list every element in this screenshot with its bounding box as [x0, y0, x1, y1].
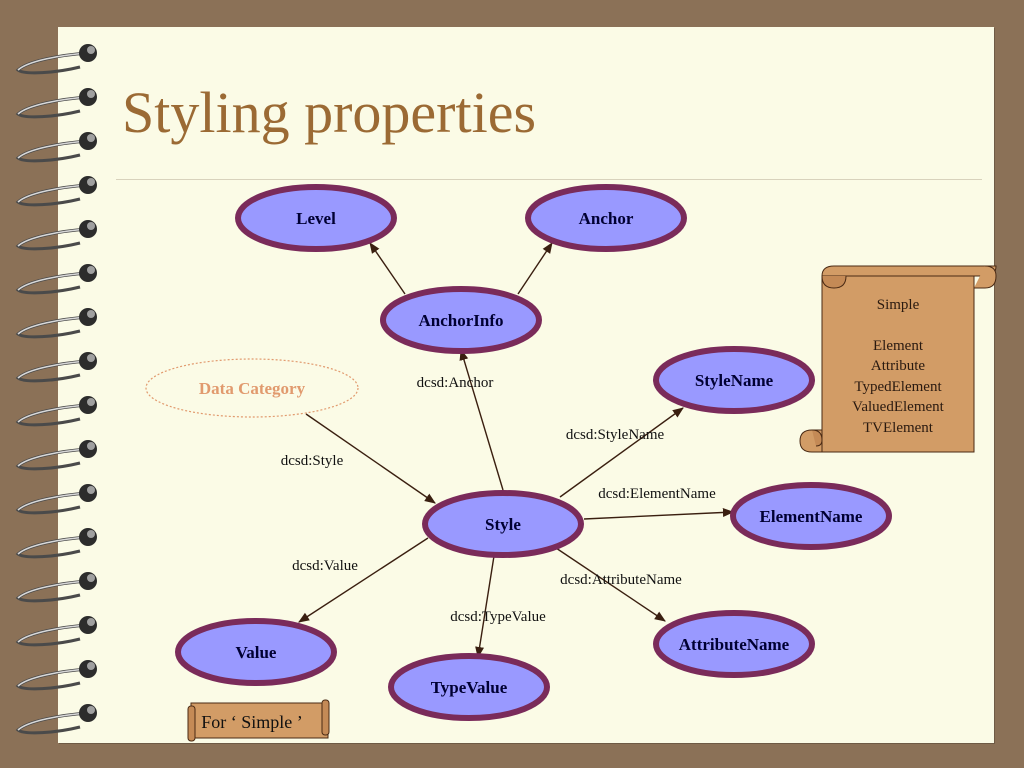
binding-ring [15, 704, 97, 735]
node-label-typevalue: TypeValue [431, 678, 508, 697]
edge-label-dcsd-stylename: dcsd:StyleName [566, 427, 665, 443]
legend-item: TVElement [863, 420, 934, 436]
node-data-category: Data Category [145, 358, 359, 418]
legend-item: TypedElement [854, 379, 942, 395]
node-label-value: Value [236, 643, 277, 662]
edge-label-dcsd-style: dcsd:Style [281, 453, 344, 469]
legend-item: ValuedElement [852, 399, 944, 415]
edge-label-dcsd-value: dcsd:Value [292, 558, 358, 574]
binding-ring [15, 616, 97, 647]
binding-ring [15, 88, 97, 119]
legend-item: Element [873, 338, 924, 354]
slide-title: Styling properties [122, 80, 537, 145]
legend-item: Attribute [871, 358, 925, 374]
note-scroll: For ‘ Simple ’ [187, 699, 330, 742]
node-style: Style [422, 490, 584, 558]
binding-ring [15, 44, 97, 75]
node-label-style: Style [485, 515, 521, 534]
edges [298, 242, 735, 659]
legend-scroll: Simple Element Attribute TypedElement Va… [799, 265, 997, 453]
binding-ring [15, 352, 97, 383]
binding-ring [15, 660, 97, 691]
binding-ring [15, 308, 97, 339]
binding-ring [15, 396, 97, 427]
node-anchor: Anchor [525, 184, 687, 252]
spiral-binding [15, 44, 97, 735]
legend-heading: Simple [877, 297, 920, 313]
node-stylename: StyleName [653, 346, 815, 414]
edge-style-elementname [583, 507, 735, 520]
node-level: Level [235, 184, 397, 252]
binding-ring [15, 176, 97, 207]
edge-label-dcsd-attributename: dcsd:AttributeName [560, 572, 682, 588]
binding-ring [15, 264, 97, 295]
edge-label-dcsd-anchor: dcsd:Anchor [417, 375, 494, 391]
edge-label-dcsd-typevalue: dcsd:TypeValue [450, 609, 546, 625]
node-label-anchorinfo: AnchorInfo [418, 311, 503, 330]
note-text: For ‘ Simple ’ [201, 712, 303, 732]
edge-style-attributename [555, 547, 666, 622]
binding-ring [15, 220, 97, 251]
node-label-elementname: ElementName [760, 507, 863, 526]
edge-anchorinfo-anchor [517, 242, 553, 295]
edge-anchorinfo-level [369, 242, 406, 295]
edge-style-value [298, 537, 429, 623]
title-divider [116, 179, 982, 180]
node-attributename: AttributeName [653, 610, 815, 678]
edge-datacategory-style [305, 413, 436, 504]
edge-style-stylename [559, 407, 684, 498]
edge-style-typevalue [475, 555, 495, 659]
node-elementname: ElementName [730, 482, 892, 550]
binding-ring [15, 132, 97, 163]
edge-label-dcsd-elementname: dcsd:ElementName [598, 486, 716, 502]
binding-ring [15, 484, 97, 515]
node-label-stylename: StyleName [695, 371, 774, 390]
node-label-anchor: Anchor [579, 209, 634, 228]
binding-ring [15, 528, 97, 559]
node-typevalue: TypeValue [388, 653, 550, 721]
node-value: Value [175, 618, 337, 686]
binding-ring [15, 572, 97, 603]
node-label-data-category: Data Category [199, 379, 306, 398]
edge-style-anchorinfo [459, 348, 504, 491]
node-label-level: Level [296, 209, 336, 228]
binding-ring [15, 440, 97, 471]
node-anchorinfo: AnchorInfo [380, 286, 542, 354]
node-label-attributename: AttributeName [679, 635, 790, 654]
